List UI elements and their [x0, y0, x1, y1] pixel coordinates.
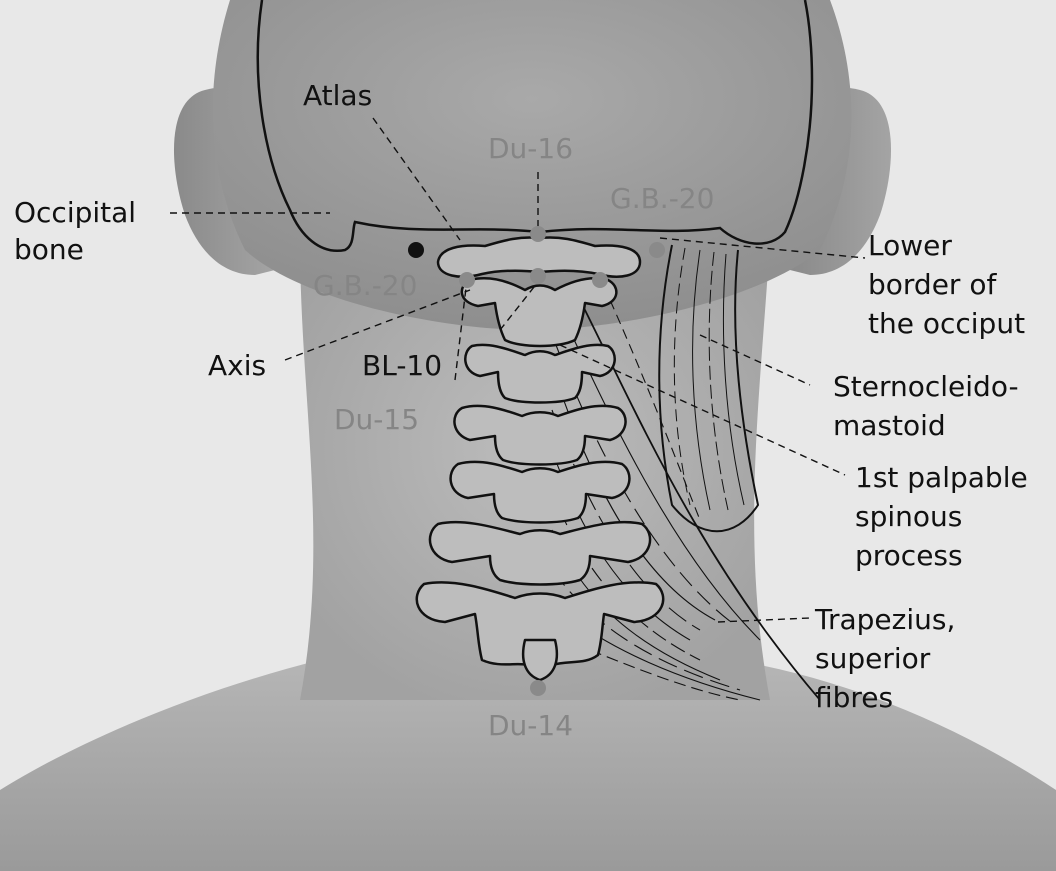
bl10-left-point: [459, 272, 475, 288]
label-axis: Axis: [208, 349, 267, 382]
acupoint-markers: [408, 226, 665, 696]
leader-trapezius: [717, 617, 811, 623]
leader-lower-border: [659, 237, 866, 259]
label-occipital-bone-line1: Occipital: [14, 196, 137, 229]
vertebra-c5: [449, 460, 631, 524]
vertebra-c7: [415, 581, 665, 672]
label-gb20-left: G.B.-20: [313, 269, 418, 302]
atlas-vertebra: [436, 236, 642, 278]
du14-point: [530, 680, 546, 696]
label-spinous-process-line3: process: [855, 539, 963, 572]
gb20-right-point: [649, 242, 665, 258]
label-bl10: BL-10: [362, 349, 443, 382]
vertebra-c3: [464, 343, 616, 404]
c7-spinous-tip: [521, 638, 559, 682]
leader-lines: [170, 117, 866, 623]
vertebra-c6: [428, 520, 652, 586]
label-lower-border-line3: the occiput: [868, 307, 1026, 340]
label-occipital-bone-line2: bone: [14, 233, 84, 266]
label-du15: Du-15: [334, 403, 420, 436]
leader-axis: [284, 289, 471, 361]
leader-sternocleidomastoid: [699, 334, 811, 386]
label-sternocleidomastoid-line1: Sternocleido-: [833, 370, 1019, 403]
label-du16: Du-16: [488, 132, 574, 165]
vertebra-c4: [453, 404, 627, 466]
label-du14: Du-14: [488, 709, 574, 742]
label-lower-border-line1: Lower: [868, 229, 952, 262]
shoulders: [0, 640, 1056, 871]
label-trapezius-line1: Trapezius,: [815, 603, 956, 636]
sternocleidomastoid-muscle: [658, 244, 760, 533]
label-atlas: Atlas: [303, 79, 373, 112]
label-trapezius-line2: superior: [815, 642, 931, 675]
leader-bl10: [454, 287, 467, 381]
leader-spinous-process: [559, 344, 846, 476]
occiput-black-point: [408, 242, 424, 258]
head-hair: [212, 0, 852, 330]
label-sternocleidomastoid-line2: mastoid: [833, 409, 946, 442]
bl10-right-point: [592, 272, 608, 288]
leader-atlas: [372, 117, 461, 241]
label-trapezius-line3: fibres: [815, 681, 894, 714]
du15-point: [530, 268, 546, 284]
label-lower-border-line2: border of: [868, 268, 997, 301]
leader-bl10-right: [499, 281, 539, 331]
label-spinous-process-line1: 1st palpable: [855, 461, 1028, 494]
du16-point: [530, 226, 546, 242]
label-spinous-process-line2: spinous: [855, 500, 963, 533]
label-gb20-right: G.B.-20: [610, 182, 715, 215]
